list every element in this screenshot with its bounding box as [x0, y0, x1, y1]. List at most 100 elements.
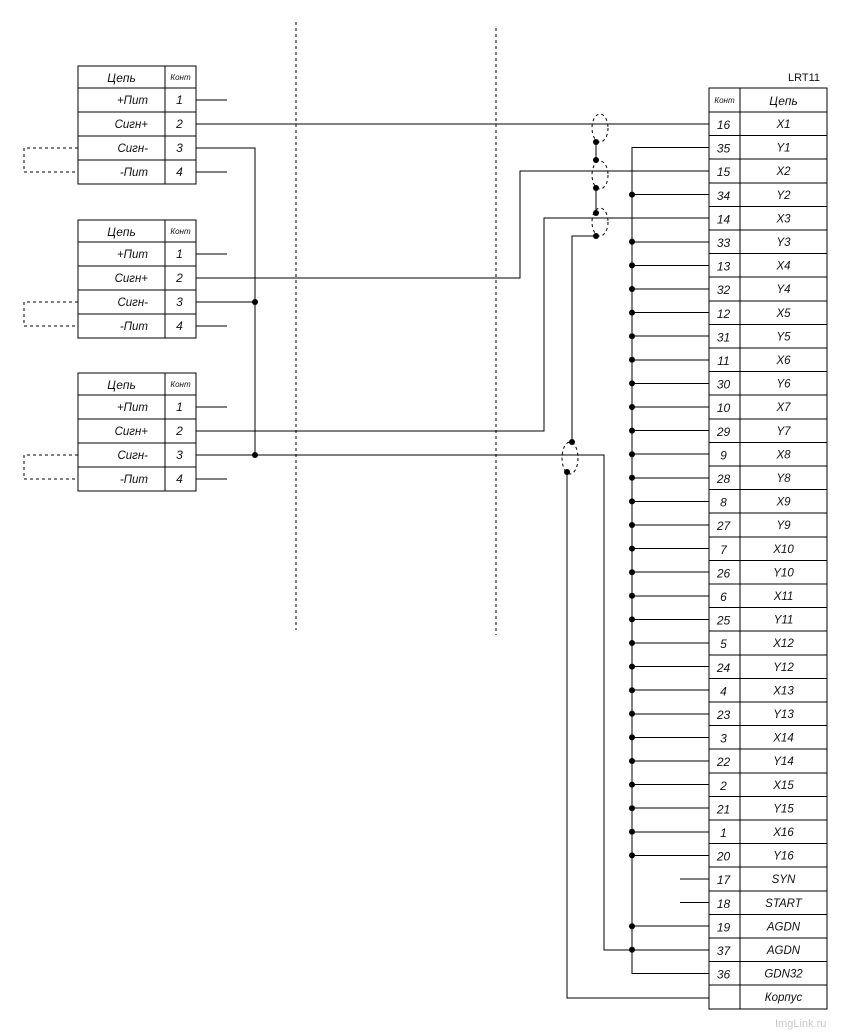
- junction-dot: [629, 380, 635, 387]
- device-pin-number: 6: [720, 590, 727, 604]
- junction-dot: [629, 427, 635, 434]
- junction-dot: [629, 569, 635, 576]
- device-pin-number: 1: [720, 826, 727, 840]
- device-pin-number: 30: [717, 378, 731, 392]
- device-pin-number: 5: [720, 637, 727, 651]
- device-pin-label: X2: [775, 166, 791, 178]
- device-pin-number: 14: [717, 212, 731, 226]
- separator-lines: [295, 22, 497, 635]
- device-pin-number: 15: [717, 165, 731, 179]
- junction-dot: [629, 592, 635, 599]
- junction-dot: [629, 805, 635, 812]
- junction-dot: [629, 923, 635, 930]
- device-pin-label: X9: [775, 497, 791, 509]
- device-pin-number: 16: [717, 118, 731, 132]
- junction-dot: [629, 333, 635, 340]
- device-pin-label: X4: [775, 261, 790, 273]
- junction-dot: [629, 946, 635, 953]
- junction-dot: [629, 309, 635, 316]
- sensor-pin-label: Сигн+: [115, 273, 149, 285]
- device-pin-number: 33: [717, 236, 731, 250]
- sensor-pin-number: 3: [176, 448, 183, 462]
- junction-dot: [629, 758, 635, 764]
- junction-dot: [593, 139, 599, 145]
- sensor-pin-number: 2: [175, 424, 183, 438]
- junction-dot: [629, 474, 635, 481]
- device-pin-label: Y12: [773, 662, 794, 674]
- device-pin-number: 22: [716, 755, 731, 769]
- device-pin-number: 23: [716, 708, 731, 722]
- watermark: ImgLink.ru: [775, 1018, 826, 1030]
- device-pin-label: Y11: [774, 615, 794, 627]
- sensor-pin-label: Сигн+: [115, 119, 149, 131]
- sensor-header-chain: Цепь: [107, 71, 136, 85]
- crossover-marker: [591, 207, 609, 237]
- device-pin-label: Y9: [776, 520, 791, 532]
- device-pin-number: 28: [716, 472, 731, 486]
- device-pin-label: Y3: [776, 237, 791, 249]
- junction-dot: [629, 404, 635, 410]
- device-pin-label: AGDN: [766, 945, 801, 957]
- device-pin-number: 7: [720, 543, 728, 557]
- device-pin-label: X12: [772, 638, 794, 650]
- sensor-pin-number: 1: [176, 93, 183, 107]
- device-pin-number: 32: [717, 283, 731, 297]
- device-pin-label: X11: [773, 591, 794, 603]
- device-header-kont: Конт: [714, 96, 735, 105]
- device-pin-number: 18: [717, 897, 731, 911]
- sensor-pin-label: -Пит: [120, 167, 149, 179]
- device-pin-label: X6: [775, 355, 791, 367]
- device-pin-label: Y13: [773, 709, 794, 721]
- device-pin-label: AGDN: [766, 921, 801, 933]
- device-pin-number: 17: [717, 873, 732, 887]
- junction-dot: [629, 522, 635, 528]
- wires: [195, 113, 710, 999]
- device-pin-number: 34: [717, 189, 731, 203]
- device-pin-label: X10: [772, 544, 794, 556]
- sensor-pin-label: Сигн-: [117, 143, 148, 155]
- device-pin-number: 21: [716, 802, 730, 816]
- shorting-jumper: [23, 301, 78, 327]
- sensor-pin-number: 3: [176, 295, 183, 309]
- sensor-pin-number: 1: [176, 400, 183, 414]
- junction-dot: [629, 710, 635, 717]
- device-pin-label: Y2: [776, 190, 791, 202]
- sensor-pin-number: 2: [175, 117, 183, 131]
- wire-ground-bus: [631, 146, 709, 974]
- junction-dot: [629, 781, 635, 788]
- junction-dot: [629, 191, 635, 198]
- sensor-table-border: [77, 65, 197, 185]
- device-pin-number: 11: [717, 354, 729, 368]
- device-pin-label: Корпус: [765, 992, 803, 1004]
- device-pin-label: Y15: [773, 803, 794, 815]
- device-pin-number: 10: [717, 401, 731, 415]
- sensor-header-kont: Конт: [170, 380, 191, 389]
- wire-signal-x2: [196, 170, 709, 279]
- device-pin-label: Y1: [776, 143, 790, 155]
- device-pin-number: 36: [717, 968, 731, 982]
- sensor-pin-label: Сигн-: [117, 297, 148, 309]
- sensor-table-border: [77, 219, 197, 339]
- crossover-marker: [591, 160, 609, 190]
- device-pin-number: 8: [720, 496, 727, 510]
- sensor-pin-number: 1: [176, 247, 183, 261]
- device-pin-label: Y5: [776, 331, 791, 343]
- sensor-pin-label: Сигн-: [117, 450, 148, 462]
- device-pin-number: 4: [720, 684, 727, 698]
- device-pin-label: X1: [775, 119, 790, 131]
- device-pin-number: 27: [716, 519, 732, 533]
- device-pin-number: 24: [716, 661, 731, 675]
- sensor-pin-number: 4: [176, 319, 183, 333]
- junction-dot: [629, 663, 635, 670]
- device-pin-label: START: [765, 898, 803, 910]
- device-header-chain: Цепь: [769, 94, 798, 108]
- device-pin-label: Y7: [776, 426, 791, 438]
- shorting-jumper: [23, 454, 78, 480]
- device-pin-label: Y8: [776, 473, 791, 485]
- device-pin-number: 9: [720, 448, 727, 462]
- junction-dot: [629, 356, 635, 363]
- device-pin-label: SYN: [772, 874, 796, 886]
- junction-dot: [629, 616, 635, 623]
